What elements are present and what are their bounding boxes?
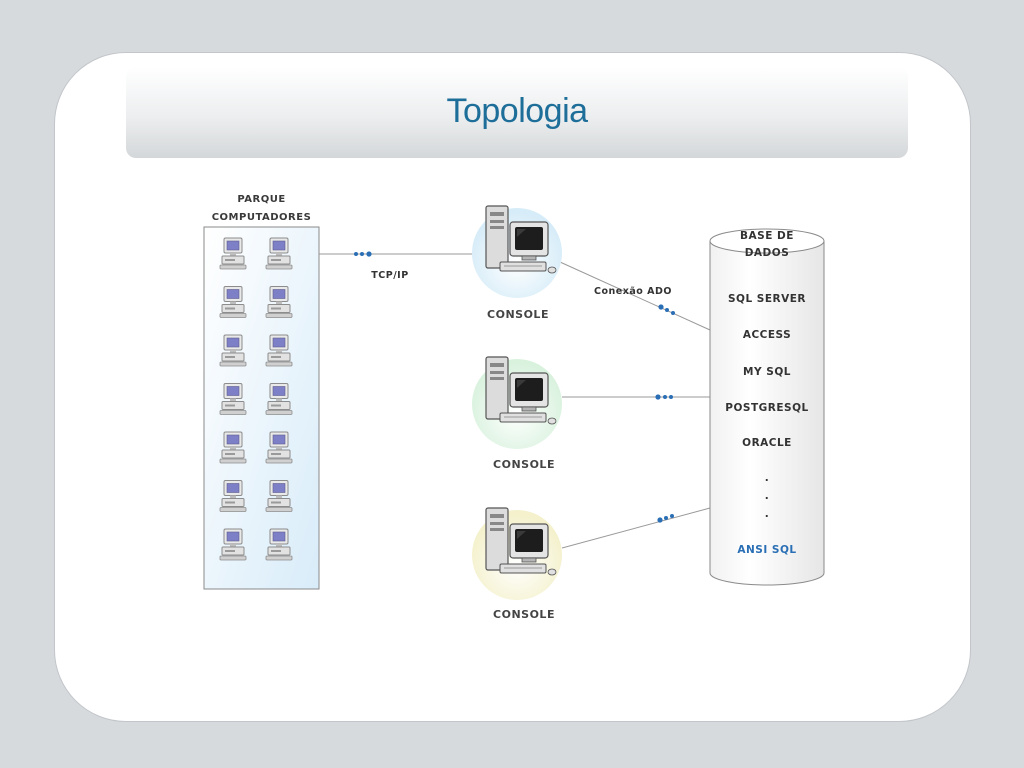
database-item-access: ACCESS (742, 329, 792, 341)
ado-connection-label: Conexão ADO (594, 286, 672, 297)
database-header: BASE DE DADOS (710, 228, 824, 262)
tcp-ip-label: TCP/IP (371, 270, 409, 281)
parque-title-line1: PARQUE (237, 194, 286, 205)
database-header-line2: DADOS (744, 247, 790, 259)
database-ellipsis-dot-1: . (764, 472, 770, 484)
console-1-label: CONSOLE (487, 308, 549, 321)
database-item-sql-server: SQL SERVER (727, 293, 807, 305)
database-item-my-sql: MY SQL (743, 366, 791, 378)
ado-line-3-dots-icon (657, 514, 674, 523)
slide-title: Topologia (446, 92, 588, 130)
console-2 (472, 356, 562, 449)
tcp-ip-line-dots-icon (354, 251, 372, 257)
database-item-oracle: ORACLE (742, 437, 792, 449)
ado-line-2-dots-icon (655, 394, 673, 400)
database-cylinder-icon (709, 228, 825, 586)
console-3 (472, 507, 562, 600)
database-ellipsis-dot-2: . (764, 490, 770, 502)
database-ellipsis-dot-3: . (764, 508, 770, 520)
parque-title-line2: COMPUTADORES (211, 212, 312, 223)
ado-line-3 (561, 507, 711, 549)
console-3-label: CONSOLE (493, 608, 555, 621)
parque-title: PARQUE COMPUTADORES (204, 191, 319, 227)
database-footer-ansi-sql: ANSI SQL (737, 544, 797, 556)
title-bar: Topologia (126, 67, 908, 158)
ado-line-1-dots-icon (658, 304, 675, 315)
parque-panel (203, 226, 320, 590)
database-item-postgresql: POSTGRESQL (725, 402, 809, 414)
ado-line-1 (559, 261, 711, 331)
console-1 (472, 205, 562, 298)
console-2-label: CONSOLE (493, 458, 555, 471)
database-header-line1: BASE DE (740, 230, 794, 242)
